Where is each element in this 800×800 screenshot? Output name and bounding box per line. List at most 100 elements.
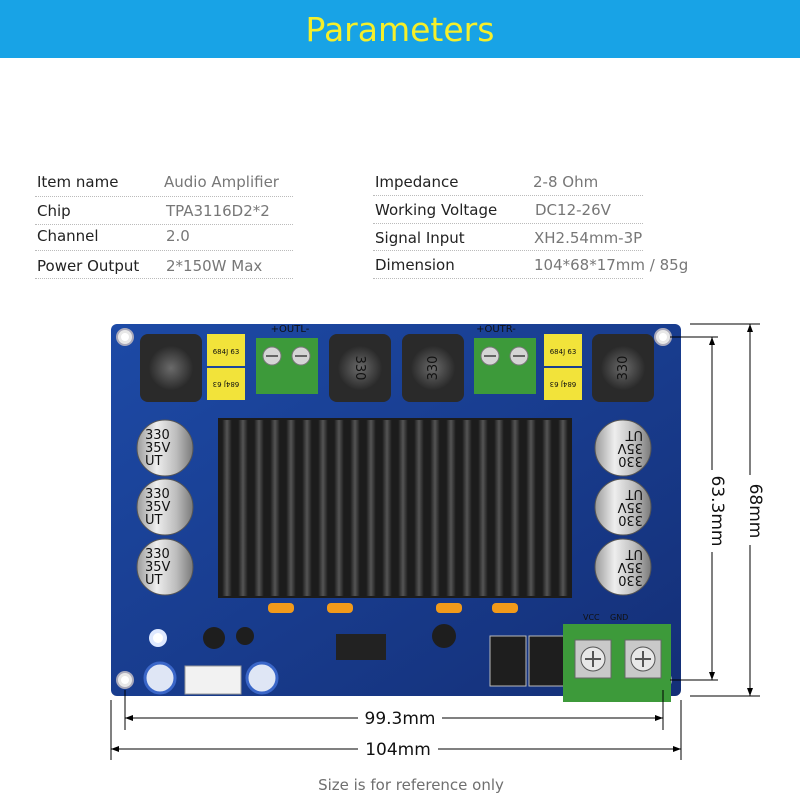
page-title: Parameters: [305, 10, 495, 49]
spec-value-power-output: 2*150W Max: [166, 257, 263, 275]
heatsink-fin: [510, 420, 520, 596]
heatsink-fin: [478, 420, 488, 596]
gnd-label: GND: [610, 613, 628, 622]
spec-label-chip: Chip: [37, 202, 71, 220]
dim-hole-spacing-width: 99.3mm: [365, 709, 436, 729]
capacitor-marking: 35V: [617, 440, 643, 455]
heatsink-fin: [414, 420, 424, 596]
spec-row-divider: [35, 250, 293, 251]
spec-label-power-output: Power Output: [37, 257, 140, 275]
inductor: [140, 334, 202, 402]
heatsink-fin: [430, 420, 440, 596]
spec-row-divider: [373, 250, 643, 251]
svg-text:684J 63: 684J 63: [550, 348, 577, 356]
capacitor-marking: 330: [145, 547, 170, 562]
inductor: 330: [329, 334, 391, 402]
dim-total-height: 68mm: [745, 484, 765, 539]
svg-text:684J 63: 684J 63: [213, 380, 240, 388]
inductor: 330: [592, 334, 654, 402]
heatsink-fin: [382, 420, 392, 596]
output-terminal-right: [474, 338, 536, 394]
spec-row-divider: [373, 195, 643, 196]
spec-value-working-voltage: DC12-26V: [535, 201, 611, 219]
capacitor-marking: 35V: [145, 441, 171, 456]
capacitor-marking: 35V: [145, 500, 171, 515]
heatsink-fin: [318, 420, 328, 596]
heatsink-fin: [494, 420, 504, 596]
heatsink: [218, 418, 572, 598]
dim-hole-spacing-height: 63.3mm: [707, 476, 727, 547]
dimension-arrowheads: [111, 324, 753, 752]
heatsink-fin: [446, 420, 456, 596]
capacitor-marking: UT: [145, 513, 163, 528]
capacitor-marking: UT: [145, 573, 163, 588]
spec-value-dimension: 104*68*17mm / 85g: [534, 256, 689, 274]
heatsink-fin: [238, 420, 248, 596]
output-terminal-left: [256, 338, 318, 394]
capacitor-marking: 330: [145, 428, 170, 443]
spec-value-signal-input: XH2.54mm-3P: [534, 229, 643, 247]
film-capacitor: 684J 63: [207, 368, 245, 400]
spec-label-signal-input: Signal Input: [375, 229, 465, 247]
spec-value-impedance: 2-8 Ohm: [533, 173, 599, 191]
spec-value-channel: 2.0: [166, 227, 190, 245]
heatsink-fin: [334, 420, 344, 596]
capacitor-marking: 35V: [617, 559, 643, 574]
film-capacitor: 684J 63: [544, 334, 582, 366]
film-capacitor: 684J 63: [207, 334, 245, 366]
svg-text:684J 63: 684J 63: [550, 380, 577, 388]
heatsink-fin: [462, 420, 472, 596]
bottom-components: [143, 603, 566, 695]
inductor-label: 330: [426, 356, 441, 381]
heatsink-fin: [254, 420, 264, 596]
capacitor-marking: 35V: [145, 560, 171, 575]
capacitor-marking: 330: [618, 512, 643, 527]
film-capacitor: 684J 63: [544, 368, 582, 400]
heatsink-fin: [222, 420, 232, 596]
dim-total-width: 104mm: [365, 740, 431, 760]
capacitor-marking: UT: [145, 454, 163, 469]
heatsink-fin: [366, 420, 376, 596]
inductor-label: 330: [352, 356, 367, 381]
heatsink-fin: [270, 420, 280, 596]
capacitor-marking: 330: [618, 453, 643, 468]
spec-row-divider: [35, 224, 293, 225]
heatsink-fin: [398, 420, 408, 596]
heatsink-fin: [542, 420, 552, 596]
heatsink-fin: [286, 420, 296, 596]
spec-row-divider: [35, 278, 293, 279]
spec-label-channel: Channel: [37, 227, 99, 245]
heatsink-fin: [302, 420, 312, 596]
capacitor-marking: 35V: [617, 499, 643, 514]
capacitor-marking: 330: [618, 572, 643, 587]
header-banner: [0, 0, 800, 58]
spec-row-divider: [373, 223, 643, 224]
spec-label-dimension: Dimension: [375, 256, 455, 274]
spec-value-item-name: Audio Amplifier: [164, 173, 279, 191]
spec-value-chip: TPA3116D2*2: [166, 202, 270, 220]
dimension-lines: [110, 323, 760, 760]
inductor-label: 330: [616, 356, 631, 381]
spec-label-working-voltage: Working Voltage: [375, 201, 498, 219]
capacitor-marking: UT: [625, 427, 643, 442]
reference-note: Size is for reference only: [318, 776, 504, 794]
outl-label: +OUTL-: [271, 324, 310, 335]
outr-label: +OUTR-: [476, 324, 516, 335]
spec-row-divider: [373, 278, 643, 279]
svg-text:684J 63: 684J 63: [213, 348, 240, 356]
heatsink-fin: [558, 420, 568, 596]
spec-label-item-name: Item name: [37, 173, 119, 191]
vcc-label: VCC: [583, 613, 600, 622]
inductor: 330: [402, 334, 464, 402]
capacitor-marking: 330: [145, 487, 170, 502]
spec-row-divider: [35, 196, 293, 197]
capacitor-marking: UT: [625, 546, 643, 561]
power-terminal: [563, 624, 671, 702]
